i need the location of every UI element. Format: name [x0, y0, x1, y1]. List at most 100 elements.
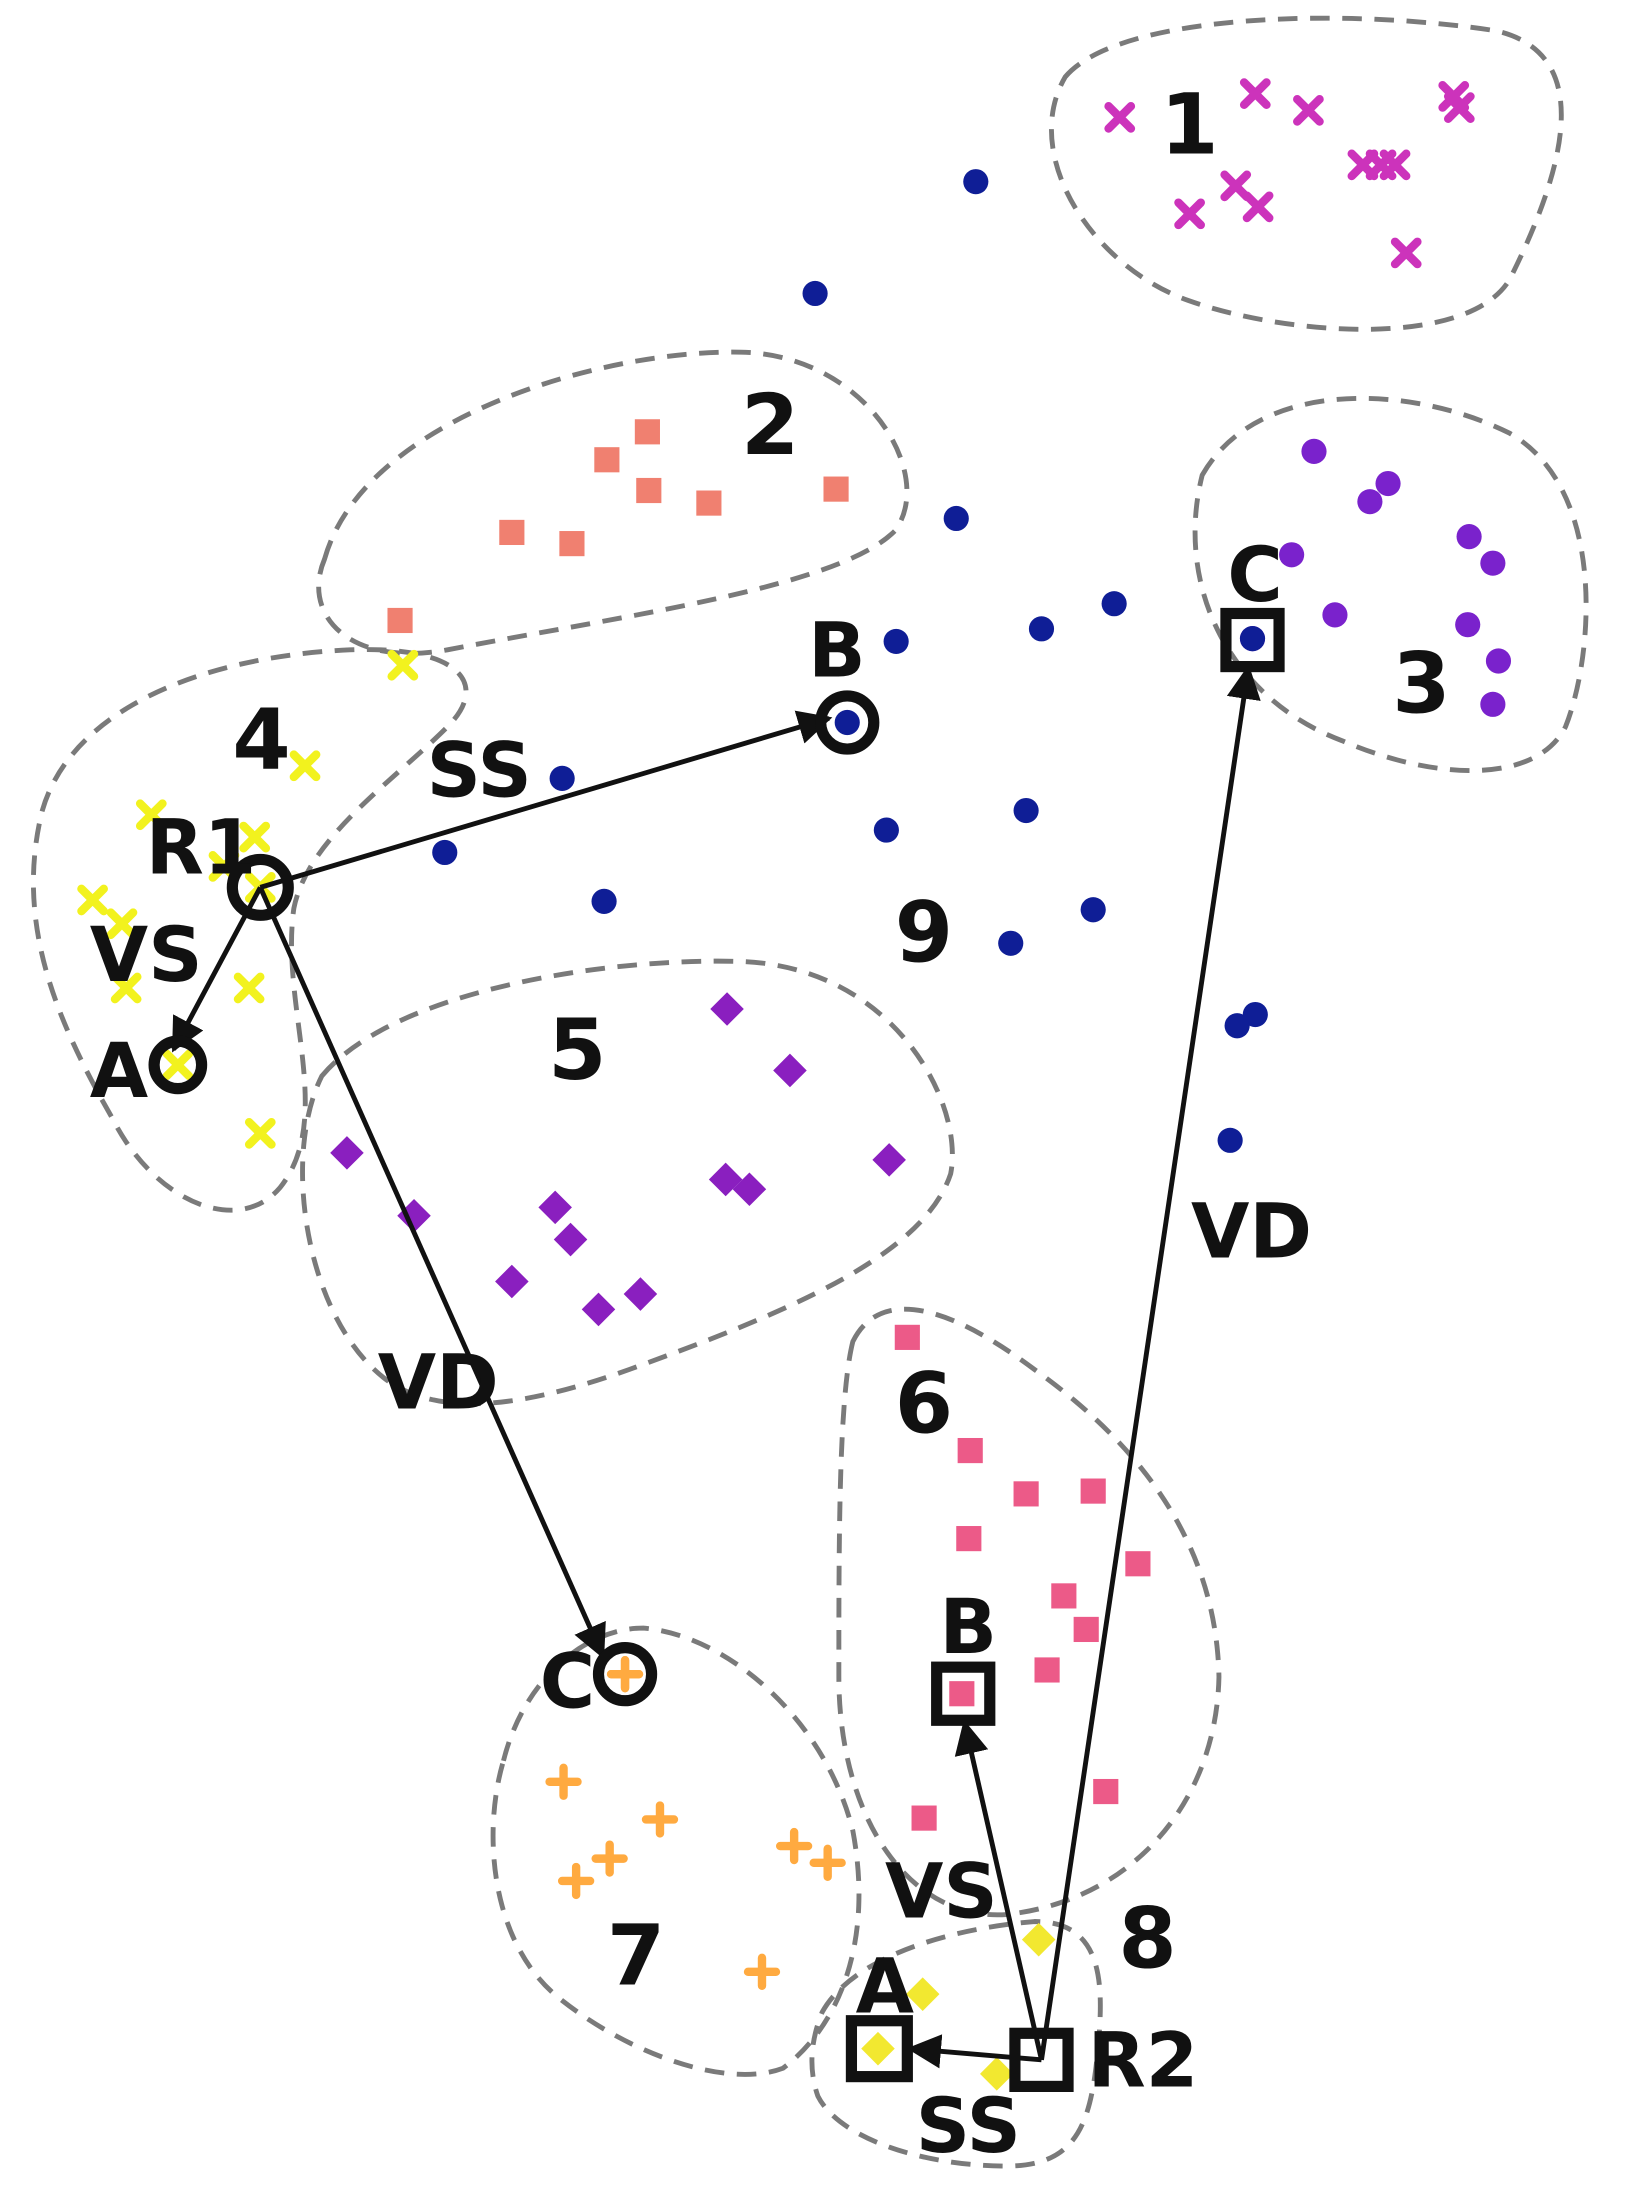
- edge-r2-to-a: [906, 2034, 1042, 2069]
- r2-target-a-marker: [845, 2015, 913, 2083]
- cluster-7-plus-4: [775, 1827, 813, 1865]
- hull-cluster-8: [809, 1919, 1103, 2169]
- cluster-7-plus-1: [545, 1763, 582, 1800]
- cluster-9-dot-13: [998, 930, 1024, 956]
- cluster-2-square-1: [634, 419, 660, 445]
- cluster-9-dot-5: [1028, 616, 1055, 642]
- r1-edge-label-vd: VD: [378, 1339, 499, 1427]
- cluster-7-plus-7: [743, 1953, 781, 1990]
- cluster-6-square-9: [1034, 1657, 1060, 1683]
- cluster-9-dot-3: [943, 505, 969, 532]
- r2-target-c-marker: [1220, 607, 1285, 673]
- cluster-2-square-3: [636, 477, 662, 504]
- cluster-6-square-5: [956, 1526, 982, 1552]
- cluster-5-diamond-3: [330, 1136, 364, 1170]
- r1-marker: [226, 853, 294, 921]
- cluster-1-x-10: [1242, 191, 1274, 223]
- cluster-6-square-8: [1073, 1616, 1099, 1643]
- cluster-2-square-4: [696, 490, 722, 516]
- cluster-1-x-2: [1239, 78, 1271, 110]
- hull-cluster-6: [836, 1306, 1222, 1918]
- cluster-3-dot-1: [1301, 438, 1327, 464]
- cluster-8-diamond-4: [861, 2031, 895, 2066]
- cluster-5-diamond-6: [732, 1172, 767, 1207]
- cluster-6-square-4: [1080, 1478, 1106, 1504]
- cluster-9-dot-14: [1224, 1013, 1250, 1039]
- cluster-1-x-5: [1443, 92, 1475, 123]
- hull-cluster-2: [316, 349, 910, 656]
- edge-r2-to-c: [1039, 664, 1261, 2061]
- cluster-7-plus-9: [606, 1655, 644, 1693]
- r2-target-b-label: B: [939, 1583, 997, 1671]
- r2-edge-label-ss: SS: [916, 2082, 1021, 2170]
- cluster-4-x-10: [244, 1117, 276, 1149]
- r1-label: R1: [146, 803, 257, 891]
- r1-target-b-marker: [815, 690, 880, 755]
- cluster-7-plus-6: [557, 1862, 595, 1900]
- cluster-5-diamond-9: [553, 1222, 588, 1257]
- cluster-6-square-7: [1051, 1583, 1077, 1609]
- cluster-8-diamond-2: [905, 1977, 940, 2011]
- cluster-4-x-7: [106, 908, 138, 940]
- r2-edge-label-vd: VD: [1191, 1188, 1312, 1276]
- hull-cluster-4: [30, 647, 469, 1213]
- r2-target-c-label: C: [1227, 531, 1282, 619]
- edge-r2-to-b: [954, 1719, 1044, 2061]
- cluster-3-dot-6: [1480, 550, 1506, 576]
- cluster-5-diamond-2: [773, 1053, 807, 1088]
- cluster-2-square-5: [823, 476, 849, 502]
- cluster-2-square-2: [594, 447, 620, 473]
- cluster-3-dot-9: [1485, 648, 1512, 674]
- cluster-1-label: 1: [1160, 76, 1218, 174]
- cluster-1-x-9: [1220, 170, 1252, 202]
- query-r2-graph: R2 A B C SS VS VD: [845, 531, 1312, 2170]
- cluster-1-x-12: [1390, 237, 1422, 269]
- cluster-2-square-7: [559, 531, 585, 557]
- cluster-3-label: 3: [1392, 635, 1450, 733]
- cluster-8-label: 8: [1118, 1890, 1176, 1988]
- edge-r1-to-c: [258, 886, 606, 1660]
- r2-marker: [1009, 2027, 1074, 2092]
- cluster-9-dot-16: [1217, 1127, 1243, 1153]
- cluster-4-x-12: [162, 1049, 194, 1081]
- cluster-2-label: 2: [741, 376, 799, 474]
- cluster-4-x-8: [110, 972, 142, 1004]
- cluster-3-dot-8: [1455, 612, 1481, 638]
- cluster-1-x-3: [1293, 95, 1324, 126]
- r1-target-a-marker: [148, 1035, 208, 1095]
- r1-target-c-label: C: [540, 1638, 595, 1726]
- cluster-2-square-6: [499, 519, 525, 546]
- cluster-5-label: 5: [548, 1001, 606, 1099]
- r1-target-b-label: B: [808, 606, 866, 694]
- cluster-6-label: 6: [895, 1354, 953, 1452]
- cluster-6-square-1: [894, 1324, 920, 1350]
- cluster-5-diamond-11: [623, 1277, 658, 1311]
- cluster-9-dot-18: [1239, 626, 1266, 652]
- cluster-5-diamond-4: [872, 1143, 906, 1177]
- cluster-2-square-8: [387, 607, 413, 634]
- cluster-7-plus-3: [591, 1840, 628, 1877]
- cluster-9-dot-10: [873, 817, 899, 843]
- r2-label: R2: [1088, 2016, 1199, 2104]
- hull-cluster-7: [490, 1625, 862, 2077]
- hull-cluster-1: [1048, 15, 1564, 332]
- cluster-7-label: 7: [607, 1906, 665, 2004]
- cluster-5-diamond-10: [495, 1264, 529, 1299]
- cluster-9-dot-8: [432, 839, 458, 866]
- cluster-5-diamond-8: [538, 1190, 572, 1225]
- cluster-3-dot-2: [1375, 470, 1401, 497]
- cluster-9-dot-7: [549, 765, 575, 791]
- cluster-6-square-12: [949, 1681, 975, 1707]
- cluster-9-dot-1: [963, 169, 989, 195]
- cluster-4-x-4: [239, 821, 271, 853]
- cluster-1-x-11: [1174, 198, 1205, 230]
- cluster-7-plus-2: [641, 1801, 679, 1838]
- edge-r1-to-b: [259, 710, 833, 890]
- cluster-9-dot-2: [802, 280, 828, 307]
- cluster-4-label: 4: [232, 691, 290, 789]
- cluster-labels: 1 2 3 4 5 6 7 8 9: [232, 76, 1450, 2005]
- cluster-7-plus-5: [809, 1844, 846, 1881]
- cluster-9-dot-15: [1242, 1001, 1268, 1028]
- cluster-5-diamond-1: [710, 992, 744, 1026]
- cluster-1-x-1: [1104, 102, 1136, 133]
